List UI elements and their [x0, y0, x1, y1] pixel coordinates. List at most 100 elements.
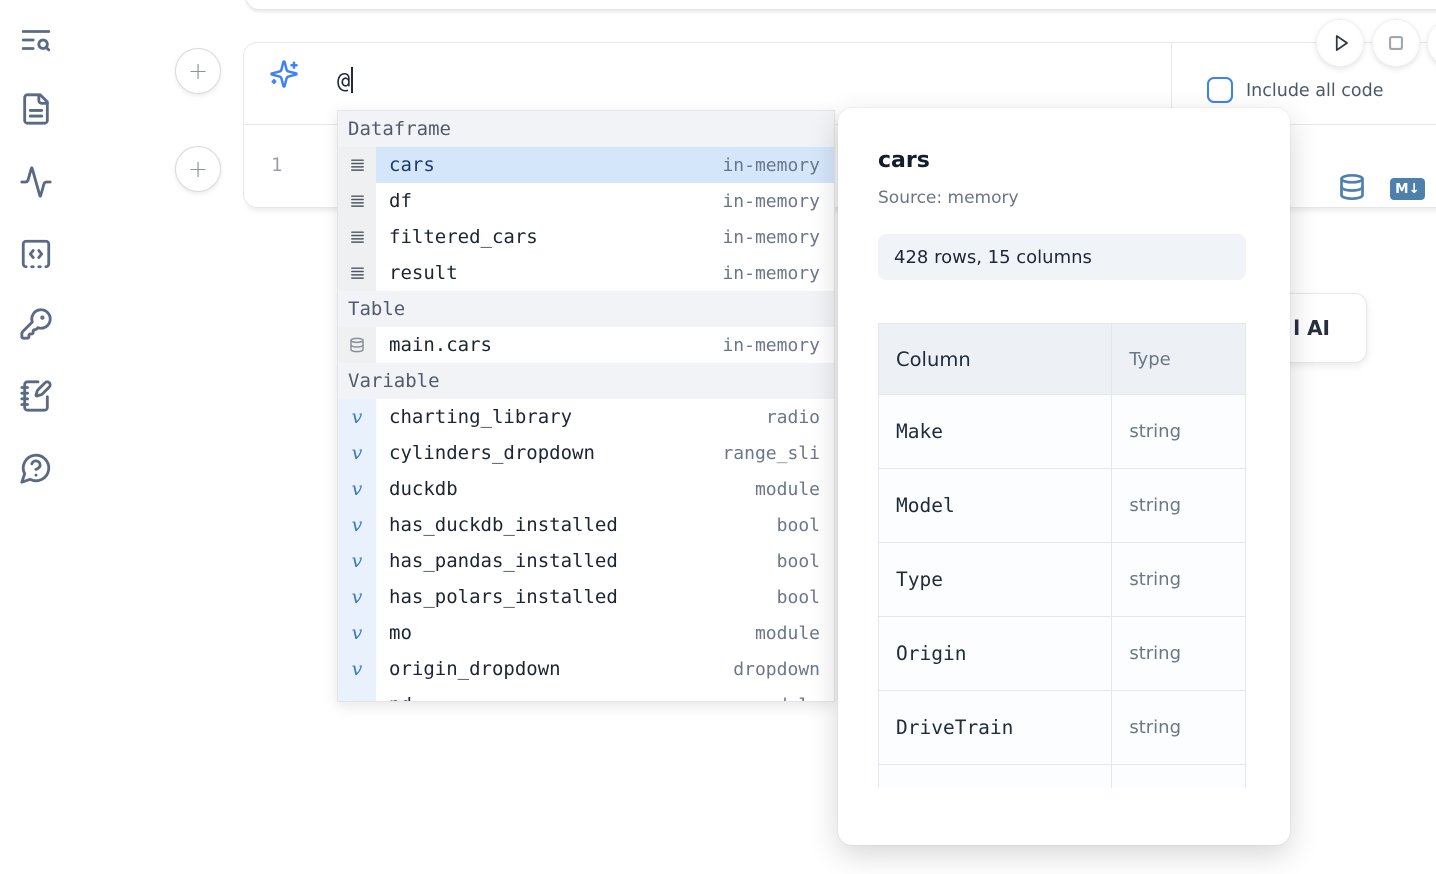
autocomplete-item-detail: in-memory	[714, 335, 820, 356]
autocomplete-row[interactable]: v charting_library radio	[338, 399, 834, 435]
column-name-cell: Type	[879, 543, 1112, 617]
autocomplete-item-gutter: v	[338, 615, 376, 651]
autocomplete-item-name: charting_library	[389, 406, 572, 428]
dataframe-rows-icon	[349, 265, 366, 282]
autocomplete-section-label: Dataframe	[338, 111, 834, 147]
autocomplete-item-detail: dropdown	[725, 659, 820, 680]
help-icon[interactable]	[19, 451, 53, 485]
table-row	[879, 765, 1246, 788]
file-text-icon[interactable]	[19, 92, 53, 126]
table-row: Origin string	[879, 617, 1246, 691]
add-cell-below-button[interactable]: +	[175, 146, 221, 192]
autocomplete-item-name: result	[389, 262, 458, 284]
column-name-cell: Model	[879, 469, 1112, 543]
autocomplete-row[interactable]: v df in-memory	[338, 183, 834, 219]
autocomplete-item-detail: range_sli	[714, 443, 820, 464]
line-number: 1	[271, 154, 282, 176]
database-icon[interactable]	[1338, 171, 1366, 203]
dataframe-rows-icon	[349, 157, 366, 174]
autocomplete-item-gutter: v	[338, 399, 376, 435]
autocomplete-item-detail: module	[747, 695, 820, 703]
column-type-cell: string	[1112, 395, 1246, 469]
play-icon	[1327, 30, 1353, 56]
table-row: Make string	[879, 395, 1246, 469]
autocomplete-item-detail: bool	[769, 515, 820, 536]
autocomplete-item-name: pd	[389, 694, 412, 702]
column-name-cell: Make	[879, 395, 1112, 469]
include-all-code-label: Include all code	[1246, 81, 1383, 101]
column-type-cell: string	[1112, 469, 1246, 543]
autocomplete-row[interactable]: Variable v	[338, 363, 834, 399]
preview-source: Source: memory	[878, 188, 1246, 208]
autocomplete-item-gutter: v	[338, 219, 376, 255]
autocomplete-item-detail: in-memory	[714, 263, 820, 284]
variable-icon: v	[352, 480, 363, 499]
autocomplete-item-name: origin_dropdown	[389, 658, 561, 680]
autocomplete-item-gutter: v	[338, 327, 376, 363]
preview-title: cars	[878, 148, 1246, 174]
autocomplete-item-name: has_duckdb_installed	[389, 514, 618, 536]
autocomplete-item-name: has_pandas_installed	[389, 550, 618, 572]
autocomplete-item-name: main.cars	[389, 334, 492, 356]
markdown-icon[interactable]: M↓	[1390, 178, 1425, 200]
stop-icon	[1383, 30, 1409, 56]
autocomplete-item-gutter: v	[338, 651, 376, 687]
autocomplete-item-gutter: v	[338, 687, 376, 702]
autocomplete-item-name: mo	[389, 622, 412, 644]
table-database-icon	[349, 337, 365, 353]
autocomplete-row[interactable]: v mo module	[338, 615, 834, 651]
add-cell-above-button[interactable]: +	[175, 48, 221, 94]
table-row: Model string	[879, 469, 1246, 543]
variable-icon: v	[352, 624, 363, 643]
variable-icon: v	[352, 408, 363, 427]
autocomplete-item-name: cars	[389, 154, 435, 176]
preview-table-clip: Column Type Make string Model string Ty	[878, 323, 1246, 788]
autocomplete-row[interactable]: v result in-memory	[338, 255, 834, 291]
table-header-row: Column Type	[879, 324, 1246, 395]
autocomplete-item-detail: in-memory	[714, 191, 820, 212]
include-all-code-checkbox[interactable]	[1207, 77, 1233, 103]
ai-prompt-input[interactable]: @	[337, 67, 353, 94]
autocomplete-row[interactable]: v duckdb module	[338, 471, 834, 507]
scratchpad-icon[interactable]	[19, 379, 53, 413]
stop-kernel-button[interactable]	[1373, 20, 1419, 66]
autocomplete-row[interactable]: Dataframe v	[338, 111, 834, 147]
autocomplete-item-detail: module	[747, 623, 820, 644]
autocomplete-item-gutter: v	[338, 147, 376, 183]
autocomplete-row[interactable]: Table v	[338, 291, 834, 327]
autocomplete-row[interactable]: v cylinders_dropdown range_sli	[338, 435, 834, 471]
run-cell-button[interactable]	[1317, 20, 1363, 66]
autocomplete-item-gutter: v	[338, 255, 376, 291]
column-name-cell	[879, 765, 1112, 788]
column-type-cell	[1112, 765, 1246, 788]
autocomplete-row[interactable]: v pd module	[338, 687, 834, 702]
column-name-cell: Origin	[879, 617, 1112, 691]
autocomplete-row[interactable]: v filtered_cars in-memory	[338, 219, 834, 255]
autocomplete-row[interactable]: v origin_dropdown dropdown	[338, 651, 834, 687]
autocomplete-row[interactable]: v cars in-memory	[338, 147, 834, 183]
activity-icon[interactable]	[19, 165, 53, 199]
autocomplete-item-detail: module	[747, 479, 820, 500]
autocomplete-section-label: Table	[338, 291, 834, 327]
autocomplete-row[interactable]: v has_duckdb_installed bool	[338, 507, 834, 543]
autocomplete-item-gutter: v	[338, 507, 376, 543]
dataframe-preview-popup: cars Source: memory 428 rows, 15 columns…	[838, 108, 1290, 845]
text-cursor	[351, 67, 353, 93]
key-icon[interactable]	[19, 307, 53, 341]
notebook-search-icon[interactable]	[19, 23, 53, 57]
autocomplete-dropdown: Dataframe v	[337, 110, 835, 702]
autocomplete-item-name: duckdb	[389, 478, 458, 500]
autocomplete-row[interactable]: v main.cars in-memory	[338, 327, 834, 363]
column-type-cell: string	[1112, 617, 1246, 691]
autocomplete-item-gutter: v	[338, 543, 376, 579]
autocomplete-row[interactable]: v has_pandas_installed bool	[338, 543, 834, 579]
autocomplete-item-gutter: v	[338, 579, 376, 615]
autocomplete-row[interactable]: v has_polars_installed bool	[338, 579, 834, 615]
column-header: Column	[879, 324, 1112, 395]
autocomplete-item-gutter: v	[338, 471, 376, 507]
variable-icon: v	[352, 444, 363, 463]
code-cell-icon[interactable]	[19, 237, 53, 271]
autocomplete-item-name: df	[389, 190, 412, 212]
autocomplete-item-name: has_polars_installed	[389, 586, 618, 608]
